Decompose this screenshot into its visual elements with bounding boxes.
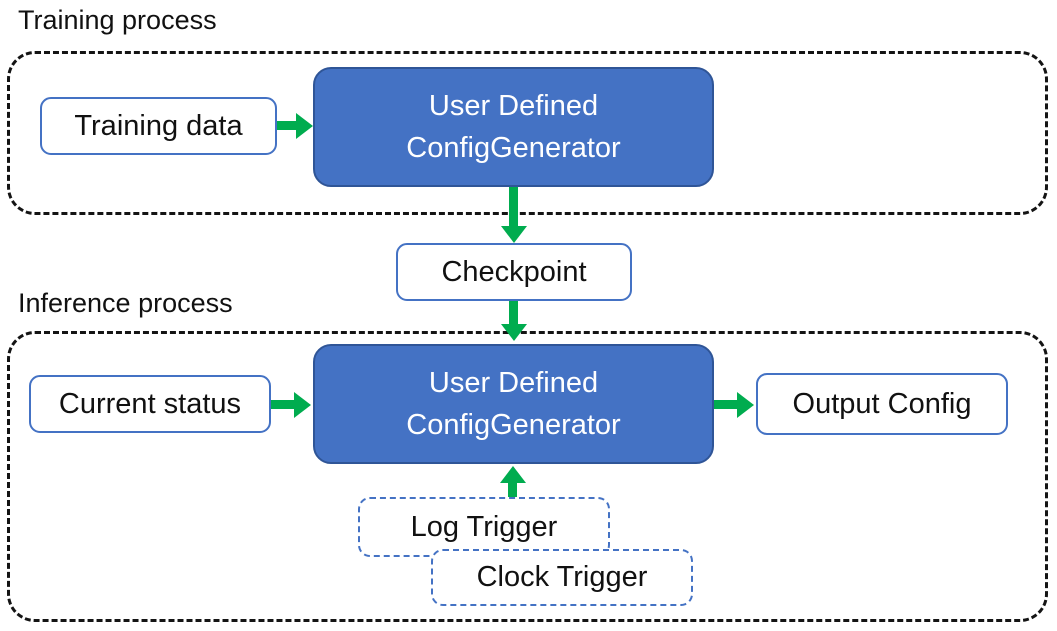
training-generator-line2: ConfigGenerator bbox=[406, 132, 621, 164]
training-data-box: Training data bbox=[40, 97, 277, 155]
checkpoint-box: Checkpoint bbox=[396, 243, 632, 301]
arrow-triggers-to-generator bbox=[508, 483, 517, 497]
training-generator-node: User Defined ConfigGenerator bbox=[313, 67, 714, 187]
training-process-container bbox=[7, 51, 1048, 215]
inference-generator-line1: User Defined bbox=[428, 367, 599, 399]
arrow-generator-to-checkpoint bbox=[509, 187, 518, 226]
inference-process-label: Inference process bbox=[18, 288, 233, 318]
log-trigger-box: Log Trigger bbox=[358, 497, 610, 557]
current-status-box: Current status bbox=[29, 375, 271, 433]
inference-generator-line2: ConfigGenerator bbox=[406, 409, 621, 441]
output-config-box: Output Config bbox=[756, 373, 1008, 435]
training-process-label: Training process bbox=[18, 5, 217, 35]
inference-process-container bbox=[7, 331, 1048, 622]
arrow-checkpoint-to-inference-generator bbox=[509, 301, 518, 324]
arrow-training-data-to-generator bbox=[277, 121, 296, 130]
arrow-generator-to-output-config bbox=[714, 400, 737, 409]
arrow-current-status-to-generator bbox=[271, 400, 294, 409]
training-generator-line1: User Defined bbox=[428, 90, 599, 122]
inference-generator-node: User Defined ConfigGenerator bbox=[313, 344, 714, 464]
clock-trigger-box: Clock Trigger bbox=[431, 549, 693, 606]
